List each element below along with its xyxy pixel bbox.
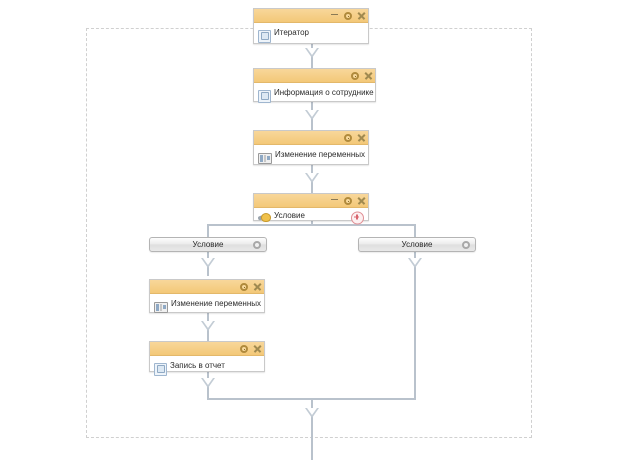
- arrow-iterator-to-employee: [305, 48, 319, 58]
- node-iterator-label: Итератор: [274, 28, 309, 38]
- close-icon[interactable]: [363, 71, 372, 80]
- node-iterator-header[interactable]: [254, 9, 368, 23]
- node-iterator[interactable]: Итератор: [253, 8, 369, 44]
- gear-icon[interactable]: [253, 240, 261, 249]
- condition-icon: [257, 211, 271, 222]
- branch-button-left-label: Условие: [192, 240, 224, 249]
- node-condition-header[interactable]: [254, 194, 368, 208]
- node-employee-info-header[interactable]: [254, 69, 375, 83]
- node-change-variables-2-label: Изменение переменных: [171, 299, 262, 309]
- gear-icon[interactable]: [350, 71, 359, 80]
- close-icon[interactable]: [356, 196, 365, 205]
- node-condition-label: Условие: [274, 211, 305, 221]
- node-write-report-label: Запись в отчет: [170, 361, 225, 371]
- close-icon[interactable]: [356, 133, 365, 142]
- close-icon[interactable]: [252, 282, 261, 291]
- connector-split-right: [414, 224, 416, 237]
- gear-icon[interactable]: [343, 196, 352, 205]
- arrow-merge-down: [305, 408, 319, 418]
- node-employee-info-body: Информация о сотруднике: [254, 83, 375, 110]
- node-condition[interactable]: Условие: [253, 193, 369, 224]
- box-icon: [258, 89, 271, 103]
- connector-merge-down: [311, 398, 313, 460]
- node-condition-body: Условие: [254, 208, 368, 227]
- gear-icon[interactable]: [343, 133, 352, 142]
- node-write-report-body: Запись в отчет: [150, 356, 264, 383]
- node-employee-info-label: Информация о сотруднике: [274, 88, 374, 98]
- gear-icon[interactable]: [239, 282, 248, 291]
- minimize-icon[interactable]: [330, 196, 339, 205]
- node-change-variables-1[interactable]: Изменение переменных: [253, 130, 369, 165]
- arrow-branch-left-down: [201, 258, 215, 268]
- node-change-variables-2[interactable]: Изменение переменных: [149, 279, 265, 313]
- arrow-report-down: [201, 378, 215, 388]
- box-icon: [258, 29, 271, 43]
- node-change-variables-1-label: Изменение переменных: [275, 150, 366, 160]
- node-change-variables-2-header[interactable]: [150, 280, 264, 294]
- connector-condition-down: [311, 221, 313, 226]
- branch-button-left[interactable]: Условие: [149, 237, 267, 252]
- gear-icon[interactable]: [239, 344, 248, 353]
- variables-icon: [258, 152, 272, 164]
- arrow-vars2-to-report: [201, 321, 215, 331]
- node-write-report[interactable]: Запись в отчет: [149, 341, 265, 376]
- node-change-variables-1-body: Изменение переменных: [254, 145, 368, 172]
- gear-icon[interactable]: [462, 240, 470, 249]
- minimize-icon[interactable]: [330, 11, 339, 20]
- node-employee-info[interactable]: Информация о сотруднике: [253, 68, 376, 103]
- node-change-variables-2-body: Изменение переменных: [150, 294, 264, 321]
- branch-button-right[interactable]: Условие: [358, 237, 476, 252]
- node-write-report-header[interactable]: [150, 342, 264, 356]
- close-icon[interactable]: [252, 344, 261, 353]
- connector-split-bus: [207, 224, 415, 226]
- arrow-employee-to-vars: [305, 110, 319, 120]
- box-icon: [154, 362, 167, 376]
- node-iterator-body: Итератор: [254, 23, 368, 50]
- variables-icon: [154, 301, 168, 313]
- gear-icon[interactable]: [343, 11, 352, 20]
- branch-button-right-label: Условие: [401, 240, 433, 249]
- arrow-vars-to-condition: [305, 173, 319, 183]
- close-icon[interactable]: [356, 11, 365, 20]
- connector-branch-right-down: [414, 252, 416, 399]
- connector-split-left: [207, 224, 209, 237]
- node-change-variables-1-header[interactable]: [254, 131, 368, 145]
- arrow-branch-right-down: [408, 258, 422, 268]
- add-branch-button[interactable]: [351, 211, 364, 224]
